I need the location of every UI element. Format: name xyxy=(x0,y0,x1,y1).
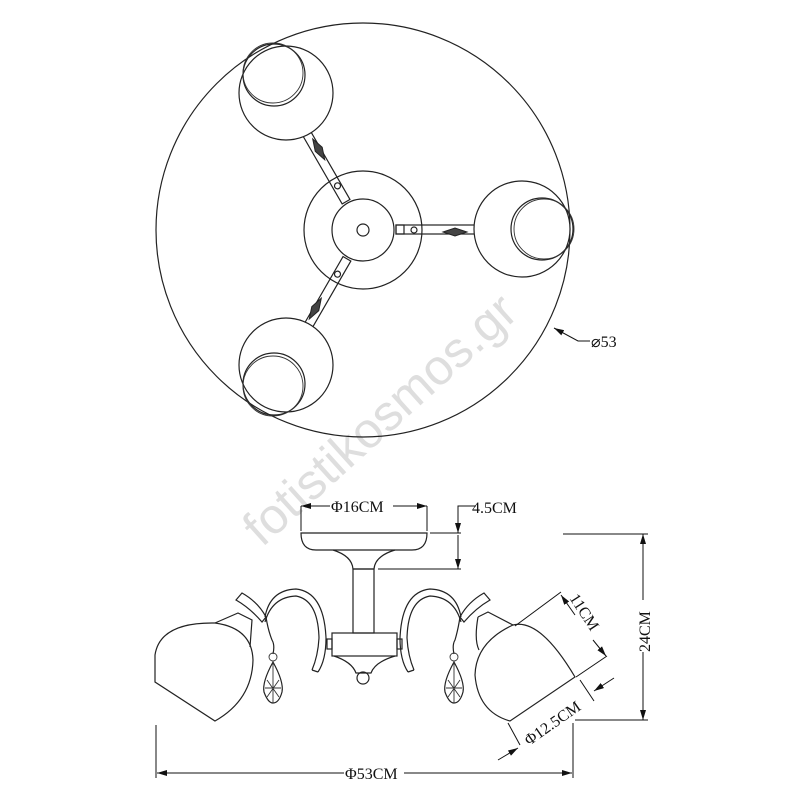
side-view: Φ16CM 4.5CM 24CM 11CM Φ12.5CM Φ53CM xyxy=(154,499,654,783)
top-diameter-label: ⌀53 xyxy=(591,334,617,351)
shade-top-left xyxy=(238,42,334,141)
arm-top-left xyxy=(302,255,352,332)
dim-shade-diameter: Φ12.5CM xyxy=(522,698,585,749)
dim-canopy-diameter: Φ16CM xyxy=(331,499,384,516)
body-box xyxy=(331,632,398,657)
canopy xyxy=(300,532,428,551)
hub-outer xyxy=(303,170,423,290)
dim-total-height: 24CM xyxy=(637,611,654,652)
arm-bottom-left xyxy=(301,129,351,205)
dim-total-diameter: Φ53CM xyxy=(345,766,398,783)
hub-inner xyxy=(331,198,395,262)
arm-left-side xyxy=(235,588,327,704)
shade-right-side xyxy=(474,611,576,722)
canopy-neck xyxy=(332,549,396,570)
shade-bottom-left xyxy=(238,317,334,417)
arm-right xyxy=(395,224,477,237)
hub-center xyxy=(356,223,370,237)
finial-ball xyxy=(356,671,370,685)
dim-canopy-height: 4.5CM xyxy=(472,500,517,517)
diameter-leader xyxy=(553,327,590,342)
top-view: ⌀53 xyxy=(155,22,617,438)
stem xyxy=(352,568,375,634)
dim-shade-height: 11CM xyxy=(566,591,602,634)
arm-right-side xyxy=(399,588,491,704)
shade-left-side xyxy=(154,612,254,722)
body-bottom xyxy=(333,655,396,674)
shade-right xyxy=(473,180,575,278)
